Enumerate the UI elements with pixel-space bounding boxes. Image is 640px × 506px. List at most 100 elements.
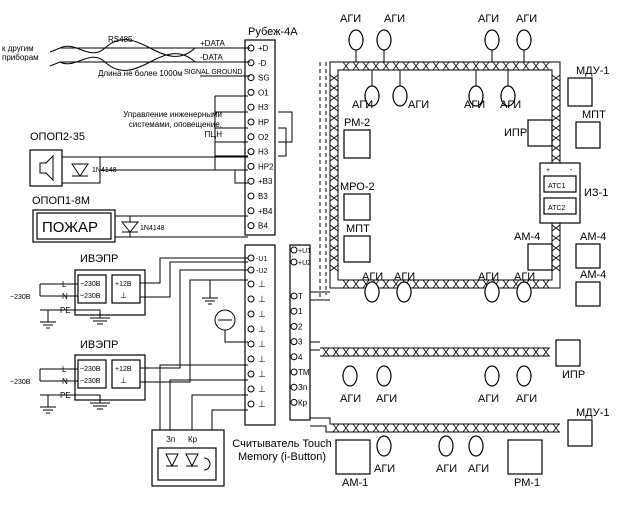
ground-symbol: ⊥ bbox=[258, 399, 266, 409]
terminal-screw bbox=[290, 258, 298, 266]
ipr-label-lower: ИПР bbox=[562, 369, 585, 381]
am4-box-inner bbox=[527, 243, 553, 271]
data-plus-label: +DATA bbox=[200, 39, 225, 48]
twist-mark bbox=[542, 347, 550, 357]
twist-mark bbox=[522, 61, 530, 71]
twist-mark bbox=[402, 423, 410, 433]
diode-label-2: 1N4148 bbox=[140, 225, 165, 232]
agi-circle bbox=[376, 435, 392, 457]
terminal-label: -U2 bbox=[256, 268, 267, 275]
to-devices-fo: к другим приборам bbox=[2, 44, 39, 62]
rm1-box bbox=[507, 439, 543, 475]
agi-label: АГИ bbox=[376, 393, 397, 405]
terminal-screw bbox=[247, 370, 255, 378]
lower-line-twist-marks bbox=[322, 347, 550, 357]
reader-label: Считыватель Touch Memory (i-Button) bbox=[232, 438, 332, 463]
terminal-label: SG bbox=[258, 74, 270, 83]
terminal-label: HP2 bbox=[258, 162, 274, 171]
twist-mark bbox=[382, 279, 390, 289]
terminal-screw bbox=[290, 307, 298, 315]
reader-zp: Зп bbox=[166, 435, 175, 444]
mro2-box bbox=[343, 193, 371, 221]
reader-led-icons bbox=[165, 453, 199, 468]
terminal-screw bbox=[247, 59, 255, 67]
terminal-label: -U1 bbox=[256, 256, 267, 263]
ground-symbol: ⊥ bbox=[258, 369, 266, 379]
controller-terminal-block bbox=[244, 39, 276, 236]
twist-mark bbox=[472, 279, 480, 289]
twist-mark bbox=[522, 423, 530, 433]
rs485-arrows bbox=[49, 47, 61, 67]
twist-mark bbox=[329, 244, 339, 252]
twist-mark bbox=[462, 279, 470, 289]
twist-mark bbox=[542, 61, 550, 71]
ground-symbol: ⊥ bbox=[258, 324, 266, 334]
terminal-label: -D bbox=[258, 59, 267, 68]
mdu-label-top: МДУ-1 bbox=[576, 65, 610, 77]
tamper-wires bbox=[218, 319, 248, 343]
agi-label: АГИ bbox=[394, 271, 415, 283]
terminal-screw bbox=[247, 280, 255, 288]
terminal-label: 3 bbox=[298, 338, 303, 347]
ground-symbol: ⊥ bbox=[258, 384, 266, 394]
twist-mark bbox=[551, 124, 561, 132]
lower-line bbox=[320, 347, 550, 357]
ats1-box bbox=[543, 175, 577, 193]
terminal-screw bbox=[290, 398, 298, 406]
twist-mark bbox=[442, 423, 450, 433]
agi-label: АГИ bbox=[362, 271, 383, 283]
twist-mark bbox=[462, 61, 470, 71]
twist-mark bbox=[551, 104, 561, 112]
controller-right-block bbox=[289, 244, 311, 421]
terminal-screw bbox=[247, 310, 255, 318]
twist-mark bbox=[329, 124, 339, 132]
twist-mark bbox=[482, 423, 490, 433]
psu1-mains-wires bbox=[39, 283, 110, 329]
twist-mark bbox=[482, 347, 490, 357]
rs485-label: RS485 bbox=[108, 35, 133, 44]
ground-symbol: ⊥ bbox=[258, 309, 266, 319]
twist-mark bbox=[552, 423, 560, 433]
am4-label-right-2: АМ-4 bbox=[580, 269, 606, 281]
agi-label: АГИ bbox=[340, 13, 361, 25]
twist-mark bbox=[342, 279, 350, 289]
ground-symbol: ⊥ bbox=[258, 279, 266, 289]
data-minus-label: -DATA bbox=[200, 53, 223, 62]
reader-label-fo: Считыватель Touch Memory (i-Button) bbox=[232, 438, 332, 463]
twist-mark bbox=[512, 423, 520, 433]
lower-line-connect bbox=[310, 341, 320, 351]
agi-label: АГИ bbox=[408, 99, 429, 111]
twist-mark bbox=[551, 264, 561, 272]
twist-mark bbox=[502, 347, 510, 357]
terminal-label: HP bbox=[258, 118, 269, 127]
terminal-screw bbox=[290, 338, 298, 346]
twist-mark bbox=[472, 347, 480, 357]
agi-circle bbox=[396, 281, 412, 303]
twist-mark bbox=[329, 264, 339, 272]
terminal-screw bbox=[247, 148, 255, 156]
twist-mark bbox=[332, 423, 340, 433]
twist-mark bbox=[422, 61, 430, 71]
psu2-dc-terminals bbox=[111, 359, 141, 389]
twist-mark bbox=[382, 61, 390, 71]
twist-mark bbox=[412, 423, 420, 433]
twist-mark bbox=[332, 347, 340, 357]
twist-mark bbox=[551, 244, 561, 252]
twist-mark bbox=[452, 279, 460, 289]
twist-mark bbox=[382, 347, 390, 357]
twist-mark bbox=[322, 347, 330, 357]
agi-circle bbox=[468, 435, 484, 457]
am4-box-right-2 bbox=[575, 281, 601, 307]
twist-mark bbox=[372, 423, 380, 433]
terminal-screw bbox=[247, 177, 255, 185]
terminal-label: Зп bbox=[298, 383, 307, 392]
agi-circle bbox=[484, 365, 500, 387]
agi-label: АГИ bbox=[464, 99, 485, 111]
psu2-ac-terminals bbox=[77, 359, 107, 389]
mpt-label-right: МПТ bbox=[582, 109, 606, 121]
twist-mark bbox=[502, 423, 510, 433]
agi-circle bbox=[516, 29, 532, 51]
